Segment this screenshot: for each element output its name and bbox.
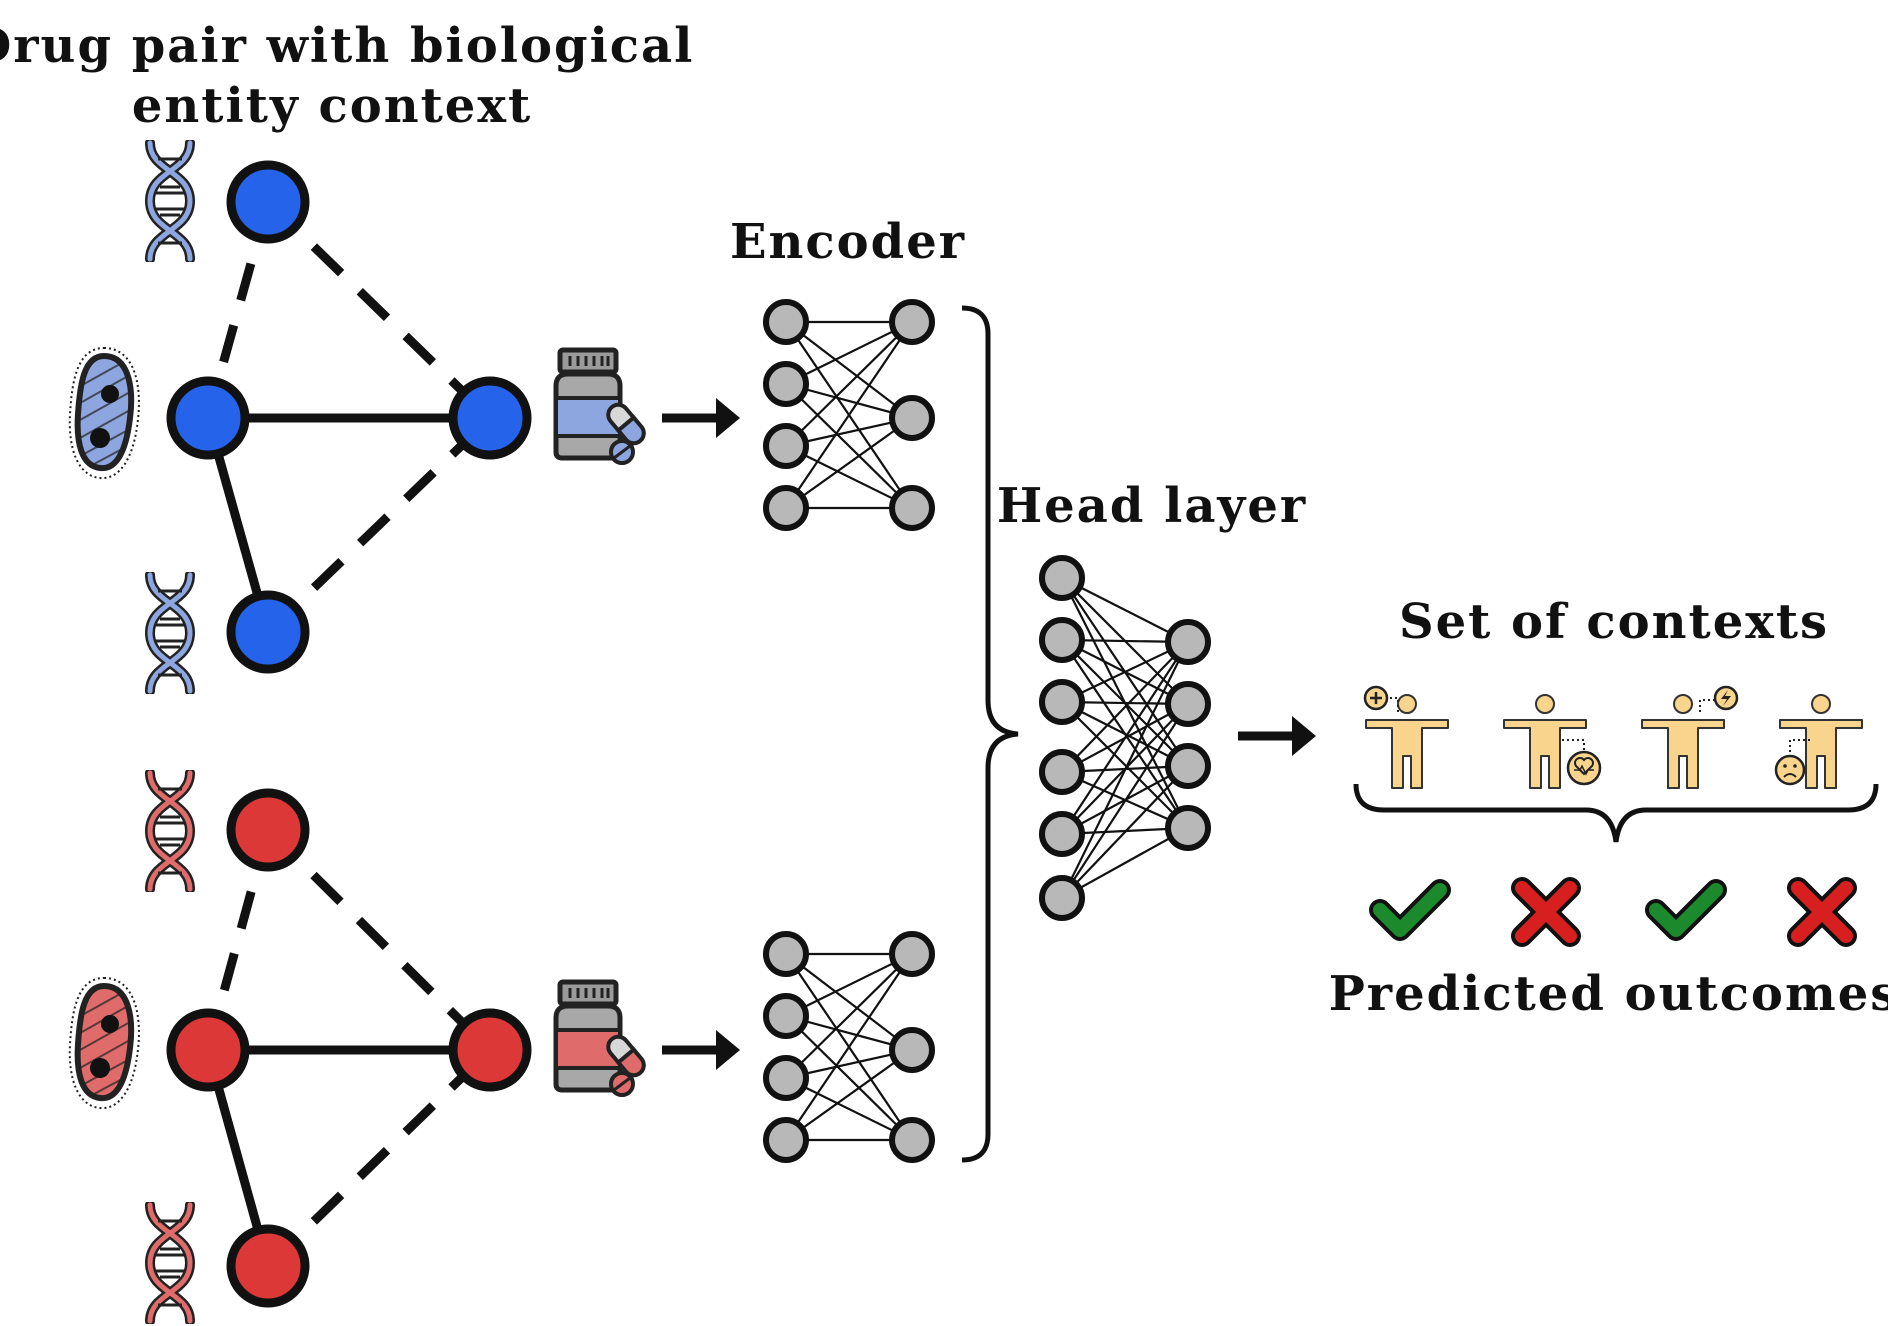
checkmark-icon	[1645, 879, 1727, 941]
network-node	[1165, 743, 1211, 789]
pill-bottle-icon	[556, 982, 648, 1095]
network-edge	[785, 953, 913, 1141]
dna-icon	[150, 1205, 190, 1321]
arrow-icon	[662, 398, 740, 438]
network-node	[889, 931, 935, 977]
cell-node	[166, 1008, 250, 1092]
gene-node	[226, 590, 310, 674]
network-edge	[785, 417, 913, 509]
contexts-label: Set of contexts	[1399, 594, 1829, 650]
encoder-network-top	[763, 299, 935, 531]
network-node	[1039, 679, 1085, 725]
head-layer-network	[1039, 555, 1211, 921]
cross-icon	[1511, 877, 1581, 947]
network-node	[1039, 875, 1085, 921]
outcome-marks	[1369, 877, 1857, 947]
gene-node	[226, 160, 310, 244]
network-edge	[1061, 641, 1189, 703]
network-node	[889, 299, 935, 345]
network-edge	[785, 953, 913, 1079]
drug-b-graph	[70, 773, 648, 1321]
network-node	[1165, 681, 1211, 727]
encoder-label: Encoder	[730, 214, 966, 270]
head-layer-label: Head layer	[997, 478, 1307, 534]
network-edge	[785, 953, 913, 1051]
network-node	[763, 1055, 809, 1101]
network-node	[1165, 619, 1211, 665]
graph-edges	[203, 198, 494, 636]
arrow-icon	[1238, 716, 1316, 756]
network-edge	[1061, 701, 1189, 767]
network-edge	[1061, 703, 1189, 899]
encoder-network-bottom	[763, 931, 935, 1163]
network-edge	[785, 321, 913, 385]
plus-icon	[1363, 685, 1399, 712]
drug-a-graph	[70, 143, 648, 691]
network-edge	[785, 321, 913, 419]
merge-brace	[961, 305, 1019, 1163]
network-edge	[785, 1077, 913, 1141]
contexts-brace	[1353, 783, 1879, 843]
network-node	[1039, 555, 1085, 601]
network-node	[1039, 617, 1085, 663]
outcomes-label: Predicted outcomes	[1329, 966, 1888, 1022]
network-edge	[1061, 641, 1189, 773]
network-node	[889, 485, 935, 531]
network-node	[1165, 805, 1211, 851]
cell-icon	[70, 348, 139, 478]
network-edge	[1061, 577, 1189, 643]
network-edge	[1061, 827, 1189, 899]
graph-edges	[203, 826, 494, 1270]
context-3	[1641, 685, 1739, 789]
network-node	[1039, 811, 1085, 857]
drug-node	[448, 376, 532, 460]
network-edge	[785, 445, 913, 509]
dna-icon	[150, 575, 190, 691]
sad-face-icon	[1774, 739, 1810, 786]
network-edge	[1061, 765, 1189, 899]
network-edge	[1061, 641, 1189, 835]
network-node	[889, 1117, 935, 1163]
network-node	[763, 361, 809, 407]
network-node	[763, 423, 809, 469]
heart-icon	[1562, 739, 1602, 786]
network-edge	[785, 383, 913, 509]
gene-node	[226, 788, 310, 872]
context-1	[1363, 685, 1449, 789]
network-edge	[785, 1015, 913, 1141]
drug-node	[448, 1008, 532, 1092]
network-edge	[785, 321, 913, 447]
network-edge	[785, 321, 913, 509]
network-node	[763, 993, 809, 1039]
dna-icon	[150, 143, 190, 259]
network-node	[763, 931, 809, 977]
arrow-icon	[662, 1030, 740, 1070]
network-edges	[1061, 577, 1189, 899]
cell-node	[166, 376, 250, 460]
input-title-line1: Drug pair with biological	[0, 18, 694, 74]
input-title-line2: entity context	[132, 78, 532, 134]
network-edge	[785, 1049, 913, 1141]
network-edge	[1061, 701, 1189, 829]
person-icon	[1641, 694, 1725, 789]
network-node	[1039, 749, 1085, 795]
gene-node	[226, 1224, 310, 1308]
network-node	[763, 1117, 809, 1163]
network-edge	[1061, 641, 1189, 899]
pill-bottle-icon	[556, 350, 648, 463]
context-4	[1774, 694, 1863, 789]
lightning-icon	[1699, 685, 1739, 712]
network-node	[889, 1027, 935, 1073]
dna-icon	[150, 773, 190, 889]
context-2	[1503, 694, 1602, 789]
network-node	[763, 299, 809, 345]
network-node	[763, 485, 809, 531]
checkmark-icon	[1369, 879, 1451, 941]
cell-icon	[70, 978, 139, 1108]
network-node	[889, 395, 935, 441]
cross-icon	[1787, 877, 1857, 947]
network-edge	[785, 953, 913, 1017]
